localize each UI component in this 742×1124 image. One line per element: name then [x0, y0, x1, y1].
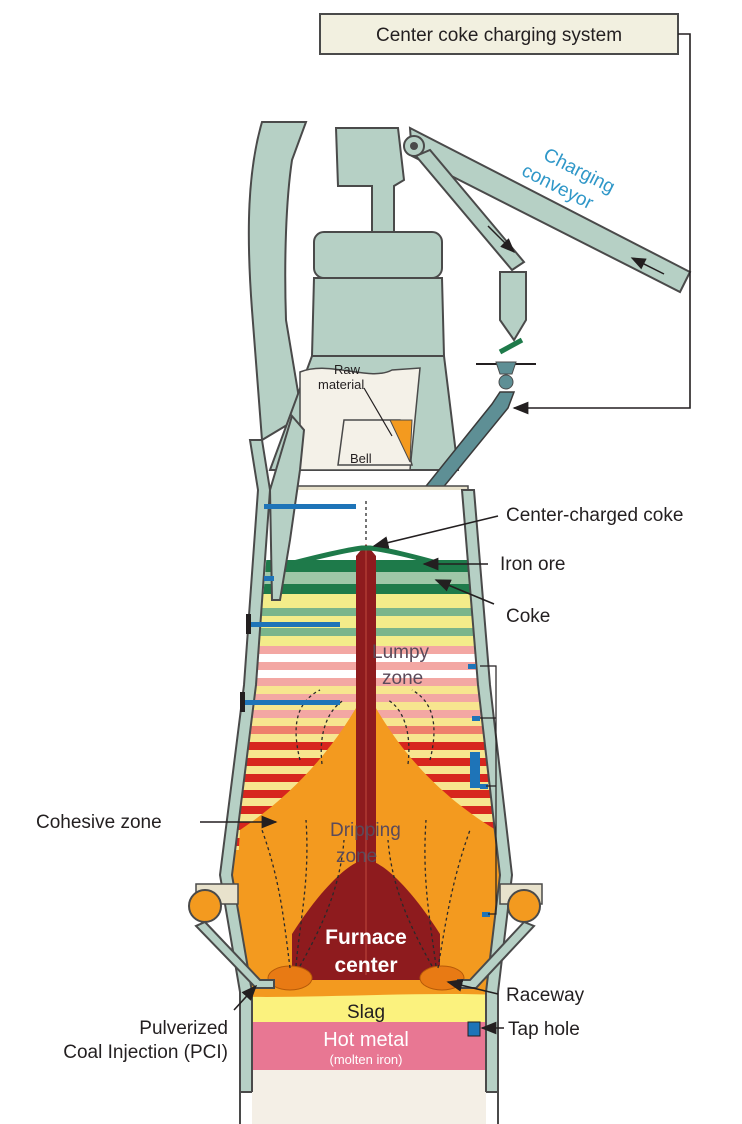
bustle-main-left: [189, 890, 221, 922]
slag-label: Slag: [347, 1002, 385, 1023]
top-equipment: [249, 122, 690, 528]
lumpy-zone-label-1: Lumpy: [372, 642, 430, 663]
raw-material-label-1: Raw: [334, 362, 361, 377]
lumpy-zone-label-2: zone: [382, 668, 423, 689]
top-housing: [336, 128, 404, 232]
bell-label: Bell: [350, 451, 372, 466]
raceway-label: Raceway: [506, 985, 585, 1006]
hot-metal-label: Hot metal: [323, 1029, 409, 1051]
furnace-center-label-2: center: [334, 954, 397, 977]
center-coke-hopper: [500, 272, 526, 340]
pci-label-2: Coal Injection (PCI): [63, 1042, 228, 1063]
dripping-zone-label-1: Dripping: [330, 820, 401, 841]
raw-material-label-2: material: [318, 377, 364, 392]
cohesive-zone-label: Cohesive zone: [36, 812, 162, 833]
tap-hole-label: Tap hole: [508, 1019, 580, 1040]
molten-iron-label: (molten iron): [330, 1052, 403, 1067]
bustle-main-right: [508, 890, 540, 922]
iron-ore-label: Iron ore: [500, 554, 565, 575]
center-coke-charging-system-label: Center coke charging system: [376, 25, 622, 46]
furnace-center-label-1: Furnace: [325, 926, 407, 949]
uptake-duct: [249, 122, 306, 440]
pci-label-1: Pulverized: [139, 1018, 228, 1039]
receiving-hopper: [314, 232, 442, 278]
center-charged-coke-label: Center-charged coke: [506, 505, 683, 526]
dripping-zone-label-2: zone: [336, 846, 377, 867]
coke-label: Coke: [506, 606, 550, 627]
